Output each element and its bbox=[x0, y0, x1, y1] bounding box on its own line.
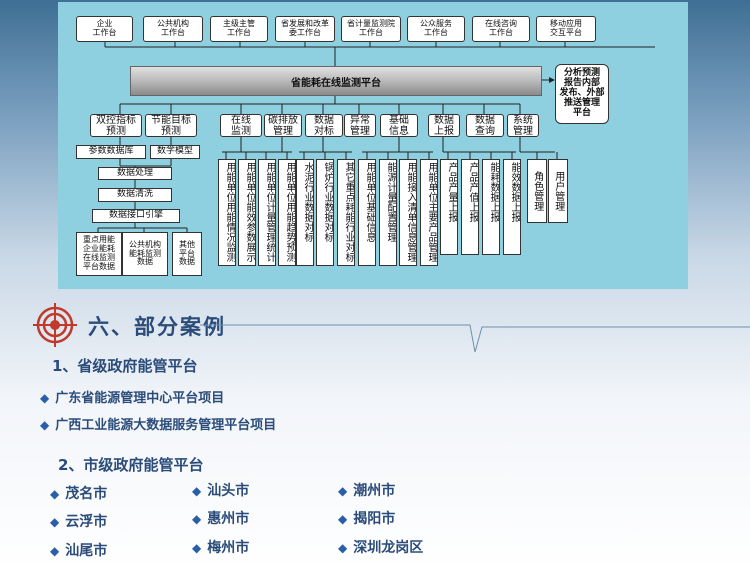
top-box-reform-commission: 省发展和改革 委工作台 bbox=[275, 16, 335, 42]
chain-data-process: 数据处理 bbox=[98, 167, 172, 180]
side-box-analysis: 分析预测 报告内部 发布、外部 推送管理 平台 bbox=[555, 64, 609, 124]
diamond-icon: ◆ bbox=[338, 541, 348, 555]
diamond-icon: ◆ bbox=[40, 391, 50, 405]
city-label: 深圳龙岗区 bbox=[353, 540, 424, 556]
city-label: 汕尾市 bbox=[65, 543, 108, 559]
city-label: 揭阳市 bbox=[353, 511, 396, 527]
chain-data-clean: 数据清洗 bbox=[98, 188, 172, 202]
decorative-line bbox=[200, 324, 750, 353]
item-consumption-report: 能耗数据上报 bbox=[482, 159, 500, 255]
diamond-icon: ◆ bbox=[338, 484, 348, 498]
item-access-list: 用能接入清单信息管理 bbox=[399, 159, 417, 266]
item-usage-monitor: 用能单位用能情况监测 bbox=[218, 159, 236, 266]
city-item: ◆ 揭阳市 bbox=[338, 508, 395, 528]
diamond-icon: ◆ bbox=[338, 512, 348, 526]
diamond-icon: ◆ bbox=[192, 484, 202, 498]
top-box-mobile: 移动应用 交互平台 bbox=[536, 16, 596, 42]
city-item: ◆ 汕尾市 bbox=[50, 540, 107, 560]
top-box-metrology: 省计量监测院 工作台 bbox=[341, 16, 401, 42]
project-label: 广东省能源管理中心平台项目 bbox=[55, 391, 225, 406]
module-basic-info: 基础 信息 bbox=[380, 114, 418, 137]
city-label: 梅州市 bbox=[207, 540, 250, 556]
module-system: 系统 管理 bbox=[507, 114, 539, 137]
item-cement-benchmark: 水泥行业数据对标 bbox=[296, 159, 314, 266]
item-other-benchmark: 其它重点耗能行业对标 bbox=[337, 159, 355, 266]
diamond-icon: ◆ bbox=[50, 487, 60, 501]
module-carbon: 碳排放 管理 bbox=[264, 114, 302, 137]
city-item: ◆ 潮州市 bbox=[338, 480, 395, 500]
module-query: 数据 查询 bbox=[466, 114, 504, 137]
module-anomaly: 异常 管理 bbox=[344, 114, 376, 137]
city-item: ◆ 汕头市 bbox=[192, 480, 249, 500]
chain-interface-engine: 数据接口引擎 bbox=[92, 209, 180, 223]
project-item-guangdong: ◆ 广东省能源管理中心平台项目 bbox=[40, 387, 224, 406]
project-item-guangxi: ◆ 广西工业能源大数据服务管理平台项目 bbox=[40, 414, 276, 433]
subheading-municipal: 2、市级政府能管平台 bbox=[58, 456, 204, 474]
city-item: ◆ 惠州市 bbox=[192, 508, 249, 528]
city-label: 惠州市 bbox=[207, 511, 250, 527]
city-label: 云浮市 bbox=[65, 514, 108, 530]
module-online-monitor: 在线 监测 bbox=[220, 114, 262, 137]
source-other: 其他 平台 数据 bbox=[172, 232, 202, 276]
target-icon bbox=[33, 303, 77, 347]
top-box-public-service: 公众服务 工作台 bbox=[407, 16, 465, 42]
diamond-icon: ◆ bbox=[192, 512, 202, 526]
city-label: 潮州市 bbox=[353, 483, 396, 499]
module-dual-control: 双控指标 预测 bbox=[90, 114, 142, 137]
city-item: ◆ 云浮市 bbox=[50, 511, 107, 531]
item-user-manage: 用户管理 bbox=[548, 159, 568, 223]
module-energy-target: 节能目标 预测 bbox=[145, 114, 197, 137]
city-item: ◆ 梅州市 bbox=[192, 537, 249, 557]
source-enterprise-monitor: 重点用能 企业能耗 在线监测 平台数据 bbox=[76, 232, 122, 276]
diamond-icon: ◆ bbox=[40, 418, 50, 432]
item-efficiency-report: 能效数据上报 bbox=[503, 159, 521, 255]
item-value-report: 产品产值上报 bbox=[461, 159, 479, 255]
item-metering-stats: 用能单位计量管理统计 bbox=[258, 159, 276, 266]
item-trend-forecast: 用能单位用能趋势预测 bbox=[278, 159, 296, 266]
item-metering-config: 能源计量配置管理 bbox=[379, 159, 397, 266]
diamond-icon: ◆ bbox=[192, 541, 202, 555]
city-label: 汕头市 bbox=[207, 483, 250, 499]
item-efficiency-display: 用能单位能效参数展示 bbox=[238, 159, 256, 266]
module-report: 数据 上报 bbox=[428, 114, 460, 137]
chain-math-model: 数学模型 bbox=[150, 145, 200, 159]
item-role-manage: 角色管理 bbox=[527, 159, 547, 223]
section-title: 六、部分案例 bbox=[88, 315, 226, 339]
item-main-products: 用能单位主要产品管理 bbox=[420, 159, 438, 266]
city-item: ◆ 茂名市 bbox=[50, 483, 107, 503]
top-box-authority: 主级主管 工作台 bbox=[210, 16, 268, 42]
item-basic-info: 用能单位基础信息 bbox=[358, 159, 376, 266]
diamond-icon: ◆ bbox=[50, 515, 60, 529]
top-box-public-institution: 公共机构 工作台 bbox=[143, 16, 203, 42]
item-output-report: 产品产量上报 bbox=[440, 159, 458, 255]
item-boiler-benchmark: 锅炉行业数据对标 bbox=[316, 159, 334, 266]
top-box-enterprise: 企业 工作台 bbox=[76, 16, 133, 42]
chain-parameter-db: 参数数据库 bbox=[76, 145, 146, 159]
city-item: ◆ 深圳龙岗区 bbox=[338, 537, 423, 557]
project-label: 广西工业能源大数据服务管理平台项目 bbox=[55, 418, 277, 433]
diamond-icon: ◆ bbox=[50, 544, 60, 558]
subheading-provincial: 1、省级政府能管平台 bbox=[52, 357, 198, 375]
platform-bar: 省能耗在线监测平台 bbox=[130, 66, 542, 96]
city-label: 茂名市 bbox=[65, 486, 108, 502]
top-box-online-consult: 在线咨询 工作台 bbox=[472, 16, 530, 42]
module-benchmark: 数据 对标 bbox=[305, 114, 343, 137]
source-public-institution: 公共机构 能耗监测 数据 bbox=[122, 232, 168, 276]
